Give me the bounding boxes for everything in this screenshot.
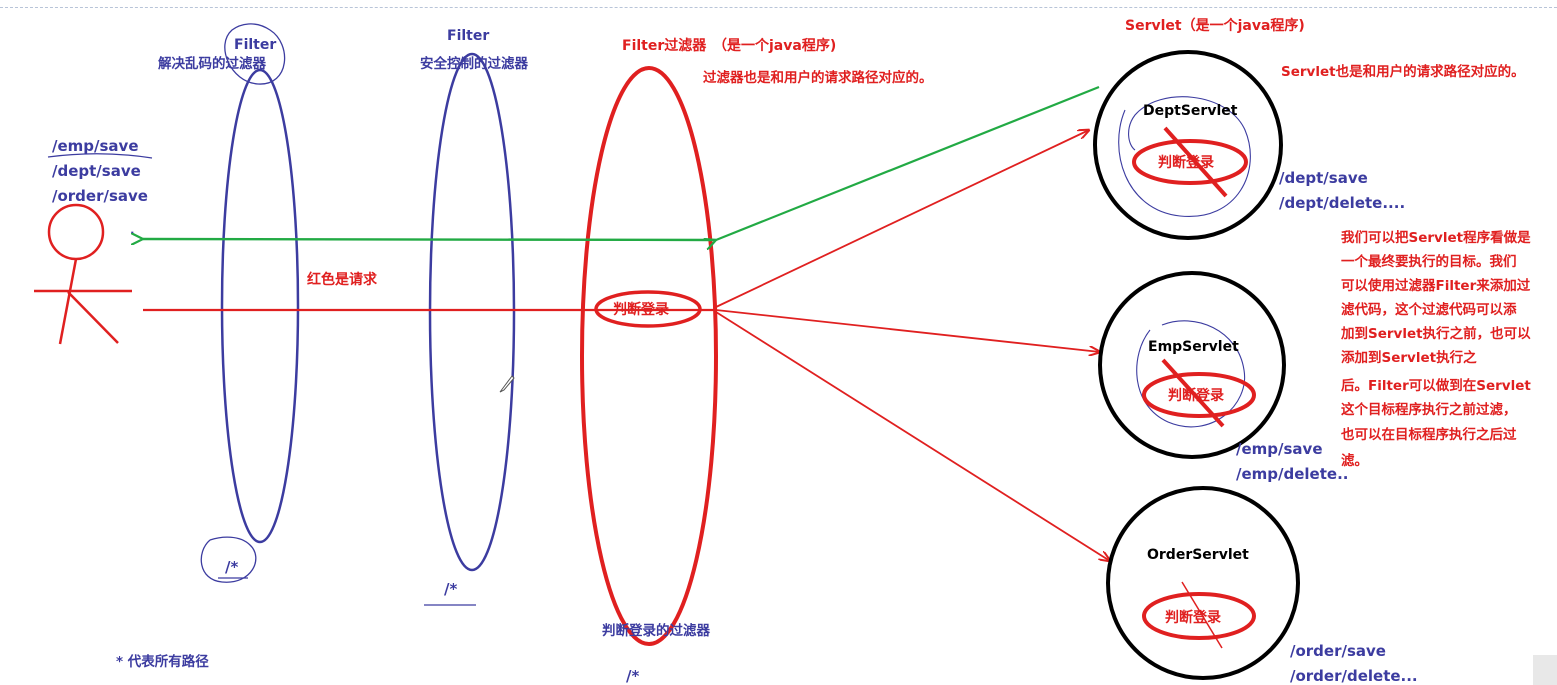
pen-cursor-icon	[499, 375, 515, 393]
order-servlet-path-2: /order/delete...	[1290, 667, 1418, 685]
user-path-order: /order/save	[52, 187, 148, 205]
login-filter-desc: 过滤器也是和用户的请求路径对应的。	[703, 69, 933, 86]
explanation-line: 一个最终要执行的目标。我们	[1341, 253, 1517, 270]
emp-servlet-path-2: /emp/delete..	[1236, 465, 1348, 483]
explanation-line: 加到Servlet执行之前，也可以	[1340, 325, 1531, 342]
security-filter-path: /*	[444, 580, 457, 598]
scrollbar-corner[interactable]	[1533, 655, 1557, 685]
dept-servlet-name: DeptServlet	[1143, 103, 1238, 119]
explanation-line: 滤。	[1341, 452, 1368, 469]
order-servlet-path-1: /order/save	[1290, 642, 1386, 660]
servlet-desc: Servlet也是和用户的请求路径对应的。	[1281, 63, 1525, 80]
response-line-back	[716, 85, 1100, 240]
user-path-dept: /dept/save	[52, 162, 141, 180]
order-servlet-circle	[1106, 486, 1300, 680]
user-path-emp: /emp/save	[52, 137, 139, 155]
emp-servlet-check-ellipse	[1142, 372, 1256, 418]
order-servlet: OrderServlet 判断登录 /order/save /order/del…	[1106, 486, 1418, 685]
emp-servlet-strike	[1161, 358, 1225, 428]
explanation-line: 这个目标程序执行之前过滤，	[1341, 401, 1517, 418]
login-filter-heading: Filter过滤器	[622, 37, 707, 54]
encoding-filter-subtitle: 解决乱码的过滤器	[158, 55, 266, 72]
dept-servlet-scribble	[1118, 96, 1251, 217]
login-filter-heading-note: （是一个java程序)	[713, 37, 836, 54]
emp-servlet-scribble	[1136, 320, 1246, 428]
emp-servlet: EmpServlet 判断登录 /emp/save /emp/delete..	[1098, 271, 1348, 483]
login-filter-ellipse	[580, 66, 718, 646]
response-line	[143, 239, 717, 240]
order-servlet-check: 判断登录	[1165, 609, 1221, 626]
encoding-path-scribble	[200, 536, 257, 583]
stray-mark: .	[130, 223, 135, 237]
arrow-to-emp	[715, 309, 1100, 352]
login-filter-name: 判断登录的过滤器	[602, 622, 710, 639]
encoding-filter-ellipse	[220, 68, 300, 544]
explanation-line: 滤代码，这个过滤代码可以添	[1341, 301, 1517, 318]
security-filter: Filter 安全控制的过滤器 /*	[420, 28, 528, 606]
security-filter-title: Filter	[447, 28, 489, 44]
emp-servlet-circle	[1098, 271, 1286, 459]
encoding-filter-path: /*	[225, 558, 238, 576]
security-filter-subtitle: 安全控制的过滤器	[420, 55, 528, 72]
explanation-line: 我们可以把Servlet程序看做是	[1341, 229, 1531, 246]
encoding-filter-title-scribble	[224, 23, 286, 85]
explanation: 我们可以把Servlet程序看做是 一个最终要执行的目标。我们 可以使用过滤器F…	[1340, 229, 1531, 469]
user-path-underline	[47, 153, 153, 159]
login-filter-path: /*	[626, 667, 639, 685]
order-servlet-check-ellipse	[1142, 592, 1256, 640]
explanation-line: 也可以在目标程序执行之后过	[1341, 426, 1517, 443]
servlet-heading: Servlet（是一个java程序)	[1125, 17, 1305, 34]
explanation-line: 后。Filter可以做到在Servlet	[1341, 377, 1531, 394]
user-head	[47, 203, 105, 261]
top-edge	[0, 0, 1557, 8]
dept-servlet-path-1: /dept/save	[1279, 169, 1368, 187]
dept-servlet-circle	[1093, 50, 1283, 240]
encoding-filter: Filter 解决乱码的过滤器 /*	[158, 23, 300, 583]
encoding-filter-title: Filter	[234, 37, 276, 53]
emp-servlet-name: EmpServlet	[1148, 339, 1239, 355]
wildcard-note: * 代表所有路径	[116, 653, 209, 670]
explanation-line: 可以使用过滤器Filter来添加过	[1341, 277, 1531, 294]
explanation-line: 添加到Servlet执行之	[1341, 349, 1477, 366]
dept-servlet-strike	[1163, 126, 1228, 198]
user-body	[58, 258, 78, 345]
dept-servlet-path-2: /dept/delete....	[1279, 194, 1405, 212]
login-filter: Filter过滤器 （是一个java程序) 过滤器也是和用户的请求路径对应的。 …	[580, 37, 933, 685]
order-servlet-name: OrderServlet	[1147, 547, 1249, 563]
arrow-to-dept	[715, 130, 1089, 308]
dept-servlet-check-ellipse	[1132, 139, 1248, 185]
emp-servlet-path-1: /emp/save	[1236, 440, 1323, 458]
user-leg	[67, 291, 119, 344]
security-filter-ellipse	[428, 52, 516, 572]
dept-servlet: DeptServlet 判断登录 /dept/save /dept/delete…	[1093, 50, 1405, 240]
user-figure	[34, 203, 132, 345]
request-note: 红色是请求	[307, 271, 378, 288]
order-servlet-strike	[1181, 581, 1223, 649]
arrow-to-order	[715, 311, 1110, 561]
dept-servlet-check: 判断登录	[1158, 154, 1214, 171]
